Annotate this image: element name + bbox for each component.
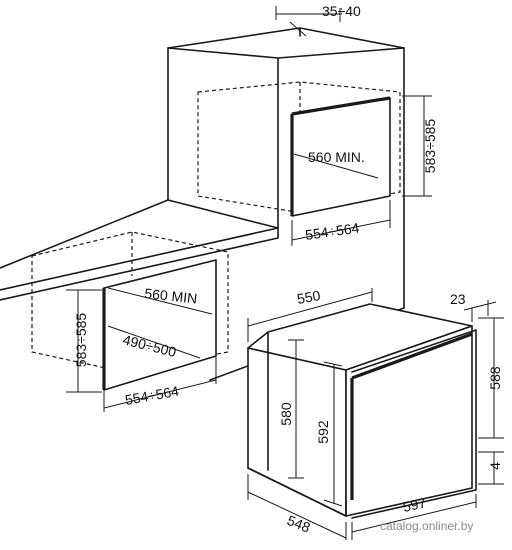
under-niche-height-dimension: 583÷585	[66, 289, 102, 393]
oven-front-depth-dimension: 23	[450, 291, 497, 322]
upper-niche-height-dimension: 583÷585	[402, 95, 438, 197]
upper-niche-height-label: 583÷585	[422, 119, 438, 174]
oven-front-frame	[351, 329, 477, 519]
worktop-back-edge	[0, 199, 169, 269]
oven-front-depth-label: 23	[450, 291, 466, 307]
oven-body-width-label: 548	[285, 512, 313, 536]
upper-niche-min-depth-label: 560 MIN.	[308, 149, 365, 165]
oven-front-body-height-dimension: 592	[315, 361, 343, 507]
worktop	[0, 199, 279, 301]
recess-depth-label: 35÷40	[322, 3, 361, 19]
oven-front-height-label: 588	[487, 366, 503, 390]
oven-side-height-label: 580	[278, 402, 294, 426]
oven-front-panel	[345, 325, 473, 517]
tall-cabinet-top-edge	[277, 47, 405, 59]
under-niche-width-label: 554÷564	[124, 383, 181, 408]
oven-bottom-gap-dimension: 4	[478, 451, 504, 485]
under-niche-min-depth-label: 560 MIN	[144, 285, 198, 306]
oven-front-width-label: 597	[401, 494, 427, 515]
recess-dimension: 35÷40	[275, 3, 361, 37]
oven-depth-dimension: 550	[247, 287, 373, 342]
oven-front-body-height-label: 592	[315, 420, 331, 444]
oven-front-height-dimension: 588	[478, 317, 504, 439]
tall-cabinet-side-panel	[167, 47, 279, 229]
tall-cabinet-top-outline	[167, 27, 405, 309]
upper-niche: 560 MIN.	[197, 81, 401, 217]
oven-side-height-dimension: 580	[278, 339, 304, 479]
oven-top	[247, 303, 473, 371]
worktop-thickness	[0, 227, 279, 301]
watermark: catalog.onliner.by	[380, 519, 473, 533]
oven-depth-label: 550	[296, 287, 322, 307]
oven-left-side	[247, 347, 347, 517]
oven-body	[247, 303, 477, 519]
oven-bottom-gap-label: 4	[487, 462, 503, 470]
worktop-front-edge	[0, 227, 279, 291]
under-niche-dashed-outline	[31, 231, 229, 373]
under-niche-height-label: 583÷585	[73, 313, 89, 368]
under-niche: 560 MIN 490÷500	[31, 231, 229, 400]
under-niche-opening	[103, 259, 217, 391]
upper-niche-width-label: 554÷564	[304, 220, 360, 243]
upper-niche-dashed-outline	[197, 81, 401, 213]
oven-front-width-dimension: 597	[351, 494, 477, 540]
upper-niche-width-dimension: 554÷564	[291, 200, 391, 246]
